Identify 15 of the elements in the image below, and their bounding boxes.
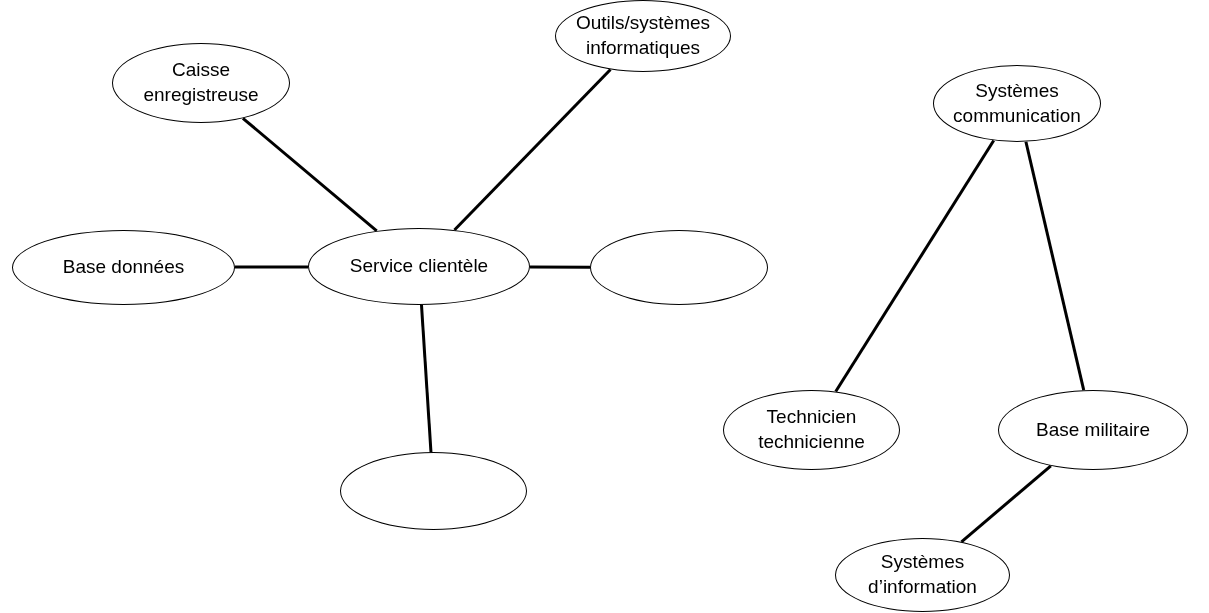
connector-line — [453, 68, 612, 232]
node-label: Base données — [62, 255, 185, 280]
connector-line — [530, 265, 590, 269]
connector-line — [420, 304, 433, 453]
node-label: Base militaire — [1035, 417, 1150, 442]
node-label: Service clientèle — [349, 254, 489, 279]
connector-line — [1024, 141, 1086, 391]
connector-line — [960, 464, 1052, 543]
node-label: Systèmes communication — [952, 78, 1082, 128]
connector-line — [241, 117, 378, 233]
node-label: Systèmes d’information — [867, 550, 978, 599]
node-label: Outils/systèmes informatiques — [574, 11, 712, 60]
node-label: Technicien technicienne — [757, 405, 866, 454]
connector-line — [235, 265, 308, 269]
node-label: Caisse enregistreuse — [142, 58, 260, 107]
